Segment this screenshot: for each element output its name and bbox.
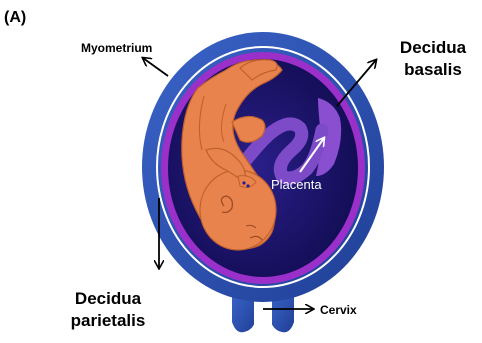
decidua-basalis-label-line2: basalis (404, 60, 462, 79)
decidua-parietalis-label-line1: Decidua (75, 289, 142, 308)
myometrium-label: Myometrium (81, 41, 152, 55)
decidua-basalis-label-line1: Decidua (400, 38, 467, 57)
myometrium-arrow (143, 58, 168, 76)
decidua-parietalis-label-line2: parietalis (71, 311, 146, 330)
cervix-label: Cervix (320, 303, 357, 317)
placenta-label: Placenta (271, 177, 322, 192)
panel-label: (A) (4, 9, 26, 26)
